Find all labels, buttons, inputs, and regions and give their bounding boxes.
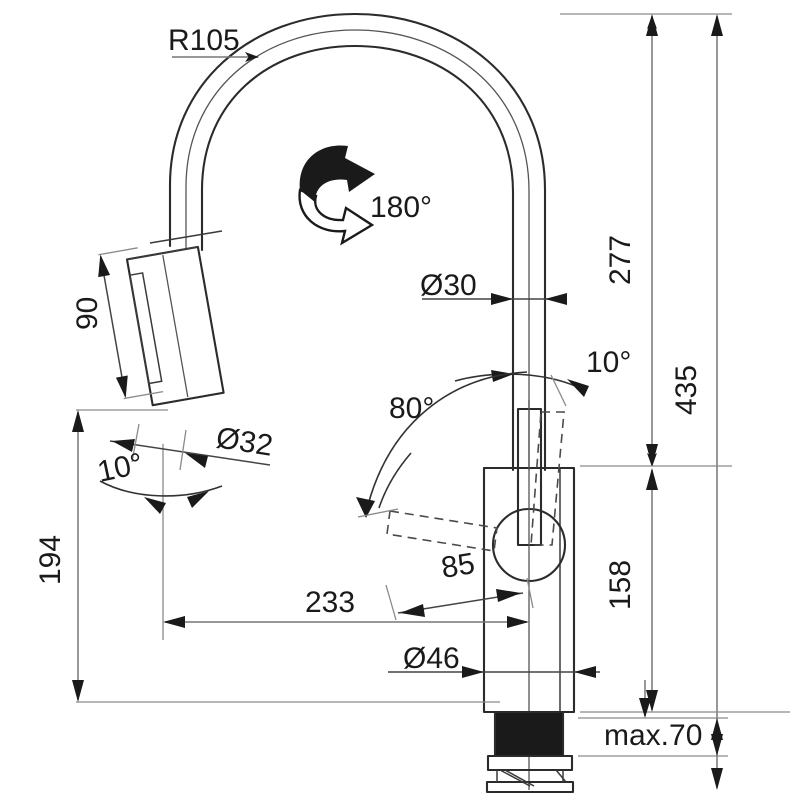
spray-head-centerline [162,255,189,398]
d32-arrow-right [185,453,208,468]
h435-arrow-top [711,14,723,36]
faucet-body-geometry [125,12,576,794]
h277-arrow-top [646,14,658,36]
spray-head-collar [126,246,199,261]
w85-arrow-right [496,589,521,602]
a10-top-arc [454,373,581,389]
rotation-180-icon [298,145,375,246]
w233-arrow-right [507,616,529,628]
h90-ext-top [98,247,138,256]
h194-arrow-bottom [72,680,84,702]
d32-arrow-left [112,439,135,452]
h158-arrow-top [646,468,658,490]
h90-dimension-line [99,256,127,397]
h435-arrow-bottom [711,768,723,790]
label-80deg: 80° [389,392,434,425]
label-d30: Ø30 [420,269,477,302]
spray-head-seam [149,230,223,244]
gooseneck-centerline [185,29,530,470]
a10-top-arrow-right [567,379,589,397]
dimension-network [72,13,790,790]
label-d46: Ø46 [403,642,460,675]
d32-dimension-line [109,440,271,466]
d32-ext-left [131,423,140,463]
a80-leader [378,452,412,509]
max70-arrow-bottom [711,734,723,756]
w85-arrow-left [400,604,425,617]
d32-ext-right [179,429,187,471]
d46-arrow-left [462,666,484,678]
label-194: 194 [34,535,67,585]
w85-ext-left [385,584,397,621]
a10-top-ref-line [550,374,567,407]
w233-arrow-left [163,616,185,628]
gooseneck-outer-wall [168,12,547,472]
h90-arrow-bottom [115,375,128,399]
a10-bottom-arc [99,480,223,497]
a80-ref-line [357,508,399,518]
lever-rotated-hidden [530,411,565,546]
label-max70: max.70 [604,719,702,752]
mounting-flange [485,754,575,794]
label-90: 90 [71,297,104,330]
a10-bottom-arrow-left [144,497,166,514]
h90-arrow-top [98,254,111,278]
gooseneck-inner-wall [200,44,515,472]
h158-arrow-bottom [646,690,658,712]
label-10deg-bottom: 10° [95,447,146,489]
label-d32: Ø32 [214,421,275,462]
label-r105: R105 [168,24,240,57]
label-233: 233 [305,586,355,619]
label-277: 277 [604,235,637,285]
a10-bottom-arrow-right [187,491,209,508]
d30-arrow-right [545,293,567,305]
label-180deg: 180° [370,191,432,224]
w85-ext-right [526,577,534,609]
spray-head [125,245,225,407]
max70-arrow [639,698,651,718]
d46-arrow-right [574,666,596,678]
label-435: 435 [670,365,703,415]
d30-arrow-left [491,293,513,305]
faucet-body-column [482,466,576,714]
spray-head-side-strip [128,272,163,385]
label-85: 85 [439,547,477,585]
label-10deg-top: 10° [586,346,631,379]
label-158: 158 [604,560,637,610]
a80-arc-arrow [356,497,375,518]
threaded-shank [493,710,565,758]
h277-arrow-bottom [646,444,658,466]
dimension-labels: R105 180° Ø30 10° 80° 85 233 Ø46 max.70 … [34,24,703,752]
h90-dimension-group [98,247,164,400]
a10-top-arrow-left [491,370,514,382]
a80-arc [367,371,528,506]
lever-down-position-hidden [386,510,498,552]
h194-arrow-top [72,410,84,432]
h90-ext-bottom [123,390,164,400]
